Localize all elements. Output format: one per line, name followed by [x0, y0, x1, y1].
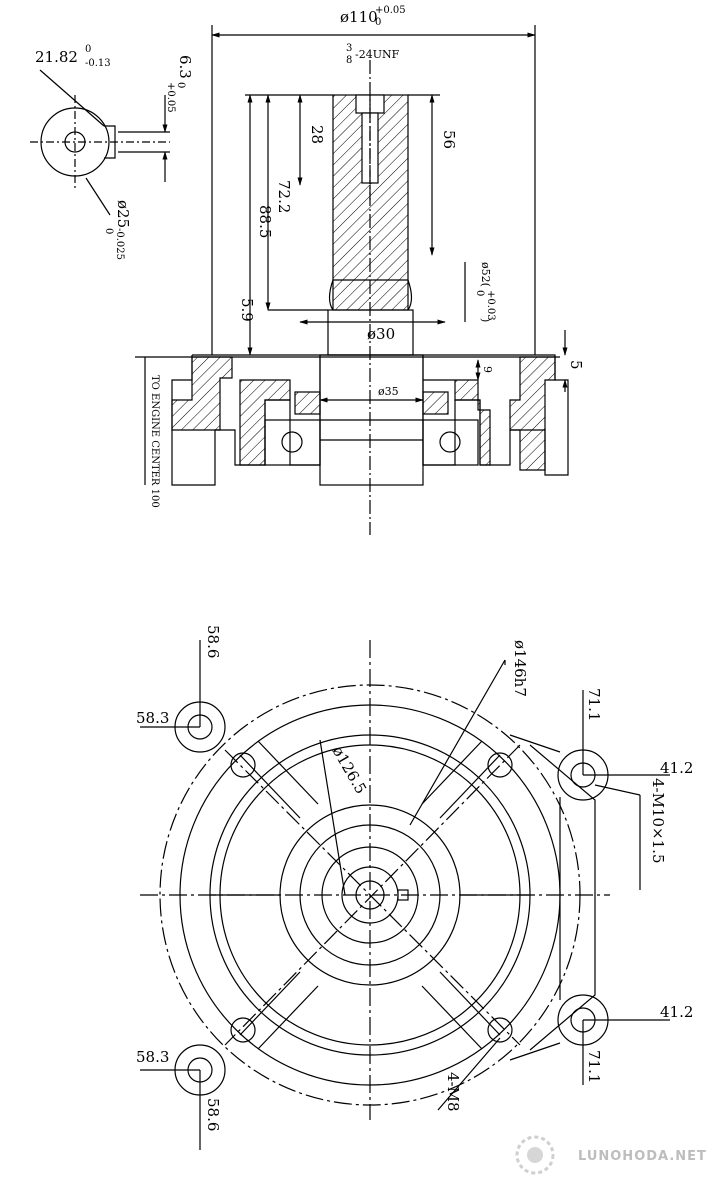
label-d21-tol-low: -0.13: [85, 58, 111, 69]
label-d30: ø30: [367, 325, 395, 343]
label-d126: ø126.5: [329, 743, 371, 797]
label-d28: 28: [308, 125, 326, 144]
label-d6-tol-up: +0.05: [165, 82, 176, 113]
label-thread-num: 3: [346, 43, 352, 54]
label-d110: ø110: [340, 8, 378, 26]
label-d52-group: ø52( +0.03 0 ): [474, 262, 496, 322]
label-d25-tol-up: 0: [103, 228, 114, 234]
label-d25: ø25: [114, 200, 132, 228]
label-d35: ø35: [378, 385, 399, 398]
label-d52-close: ): [479, 318, 492, 322]
label-d25-tol-low: -0.025: [114, 228, 125, 260]
label-d52-tol-up: +0.03: [485, 290, 496, 321]
label-d56: 56: [440, 130, 458, 149]
label-m8: 4-M8: [444, 1072, 462, 1112]
label-thread-den: 8: [346, 55, 352, 66]
label-d58-3-top: 58.3: [136, 709, 169, 727]
watermark-text: LUNOHODA.NET: [578, 1149, 707, 1164]
label-engine-center: TO ENGINE CENTER 100: [149, 375, 160, 508]
label-d71-bot: 71.1: [585, 1050, 603, 1083]
label-d110-tol-low: 0: [375, 17, 381, 28]
label-d52-tol-low: 0: [474, 290, 485, 296]
label-d58-6-top: 58.6: [204, 625, 222, 658]
label-d58-3-bot: 58.3: [136, 1048, 169, 1066]
label-d5-9: 5.9: [238, 298, 256, 322]
label-d9: 9: [481, 366, 494, 373]
watermark-logo: LUNOHODA.NET: [515, 1135, 707, 1175]
label-m10: 4-M10×1.5: [649, 778, 667, 863]
label-d72: 72.2: [275, 180, 293, 213]
label-d21-tol-up: 0: [85, 44, 91, 55]
label-d6: 6.3: [176, 55, 194, 79]
label-d52: ø52(: [479, 262, 492, 287]
label-d41-bot: 41.2: [660, 1003, 693, 1021]
label-d5: 5: [567, 360, 585, 370]
shaft-end-view: [30, 69, 170, 216]
label-d41-top: 41.2: [660, 759, 693, 777]
label-d21: 21.82: [35, 48, 78, 66]
label-d110-tol-up: +0.05: [375, 5, 406, 16]
label-d58-6-bot: 58.6: [204, 1098, 222, 1131]
flange-view: [140, 640, 670, 1150]
label-thread: -24UNF: [355, 48, 400, 61]
section-view: [135, 25, 569, 535]
label-d88: 88.5: [256, 205, 274, 238]
label-d6-tol-low: 0: [175, 82, 186, 88]
label-d71-top: 71.1: [585, 688, 603, 721]
label-d146: ø146h7: [511, 640, 529, 697]
